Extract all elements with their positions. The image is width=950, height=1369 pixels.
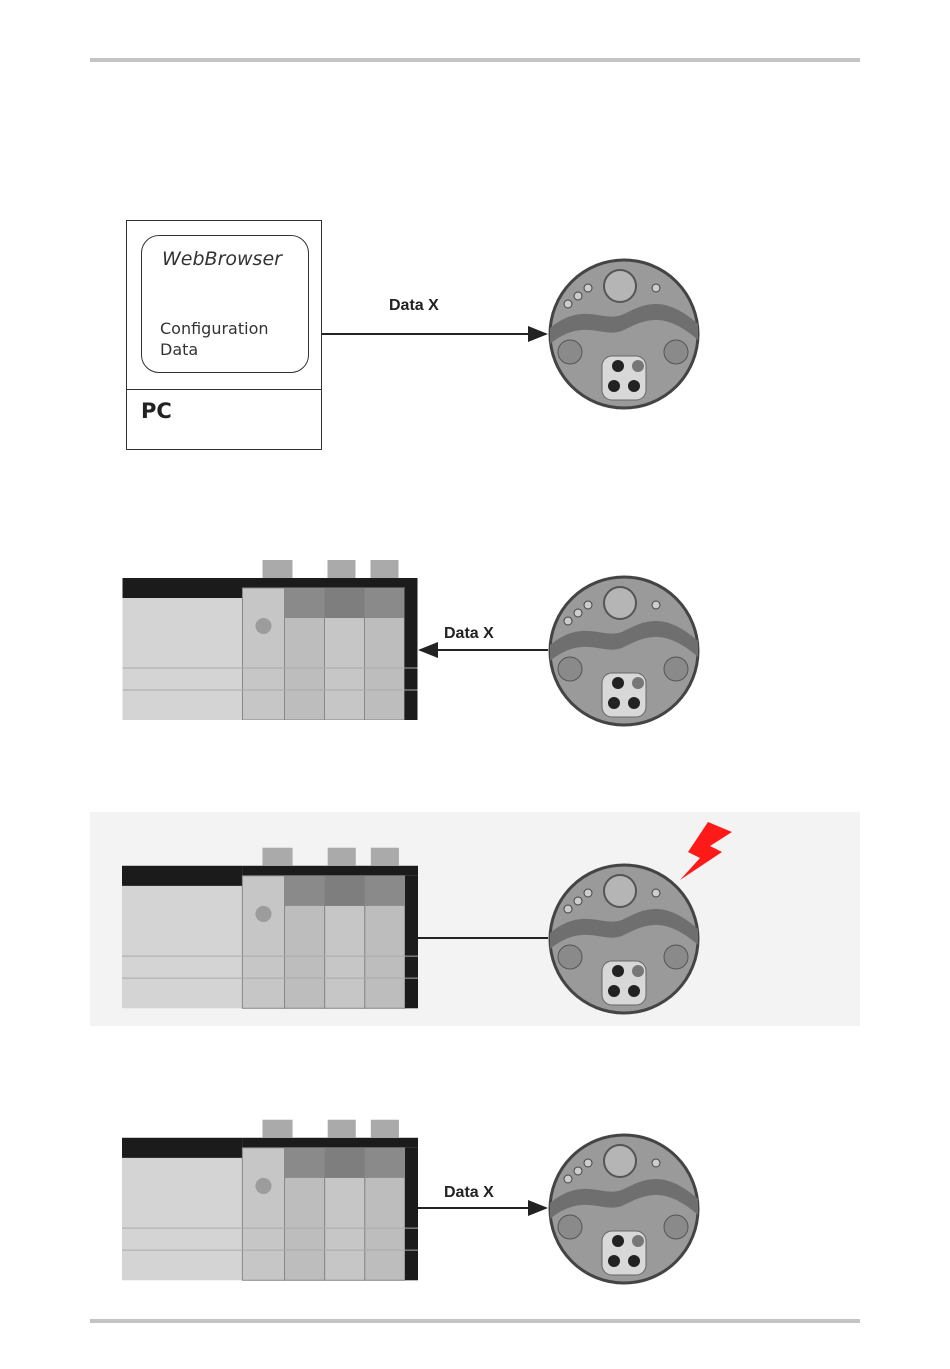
plc-controller-4: [122, 1120, 418, 1281]
field-device-4: [550, 1135, 698, 1283]
field-device-2: [550, 577, 698, 725]
plc-controller-3: [122, 848, 418, 1009]
field-device-3: [550, 865, 698, 1013]
plc-controller-2: [123, 560, 418, 720]
field-device-1: [550, 260, 698, 408]
